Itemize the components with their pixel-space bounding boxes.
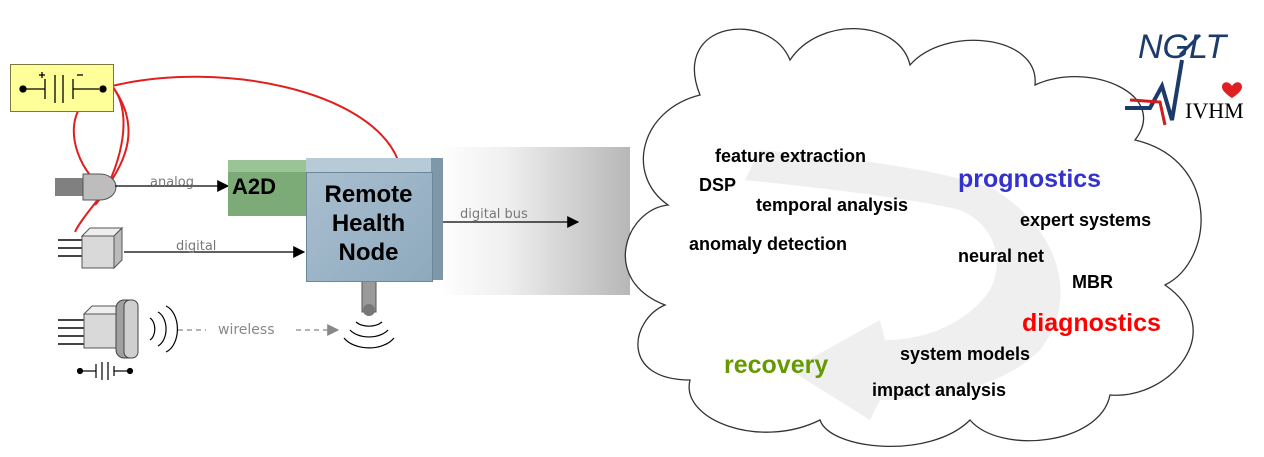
node-label-line-2: Health xyxy=(331,210,406,237)
wireless-sensor-icon xyxy=(58,299,179,359)
node-box-side xyxy=(431,158,443,280)
cycle-arrow xyxy=(745,150,1061,420)
analog-label: analog xyxy=(150,175,194,190)
term-recovery: recovery xyxy=(724,351,829,379)
remote-health-node-box xyxy=(306,172,433,282)
logo-ivhm-text: IVHM xyxy=(1185,98,1244,123)
node-label-line-1: Remote xyxy=(324,181,413,208)
term-mbr: MBR xyxy=(1072,272,1113,292)
wireless-label: wireless xyxy=(218,322,275,338)
logo-nglt-text: NGLT xyxy=(1138,28,1227,66)
analog-sensor-icon xyxy=(55,173,117,201)
processing-cloud xyxy=(624,28,1202,447)
ivhm-logo xyxy=(1125,33,1242,126)
term-dsp: DSP xyxy=(699,175,737,195)
term-system-models: system models xyxy=(900,344,1031,364)
term-neural-net: neural net xyxy=(958,246,1045,266)
antenna-icon xyxy=(343,279,395,349)
small-battery-icon xyxy=(76,362,134,380)
term-expert-systems: expert systems xyxy=(1020,210,1152,230)
a2d-label: A2D xyxy=(232,174,277,199)
node-box-top xyxy=(306,158,441,172)
term-prognostics: prognostics xyxy=(958,165,1102,193)
node-label-line-3: Node xyxy=(338,239,399,266)
a2d-box-top xyxy=(228,160,320,172)
bus-fade-band xyxy=(437,147,630,295)
term-temporal-analysis: temporal analysis xyxy=(756,195,909,215)
battery-icon xyxy=(10,64,114,112)
term-impact-analysis: impact analysis xyxy=(872,380,1007,400)
term-anomaly-detection: anomaly detection xyxy=(689,234,848,254)
term-feature-extraction: feature extraction xyxy=(715,146,867,166)
remote-health-node-label: Remote Health Node xyxy=(306,180,431,267)
digital-label: digital xyxy=(176,239,217,254)
term-diagnostics: diagnostics xyxy=(1022,309,1161,337)
power-wires xyxy=(72,75,399,233)
digital-sensor-icon xyxy=(58,226,124,270)
digital-bus-label: digital bus xyxy=(460,207,528,222)
